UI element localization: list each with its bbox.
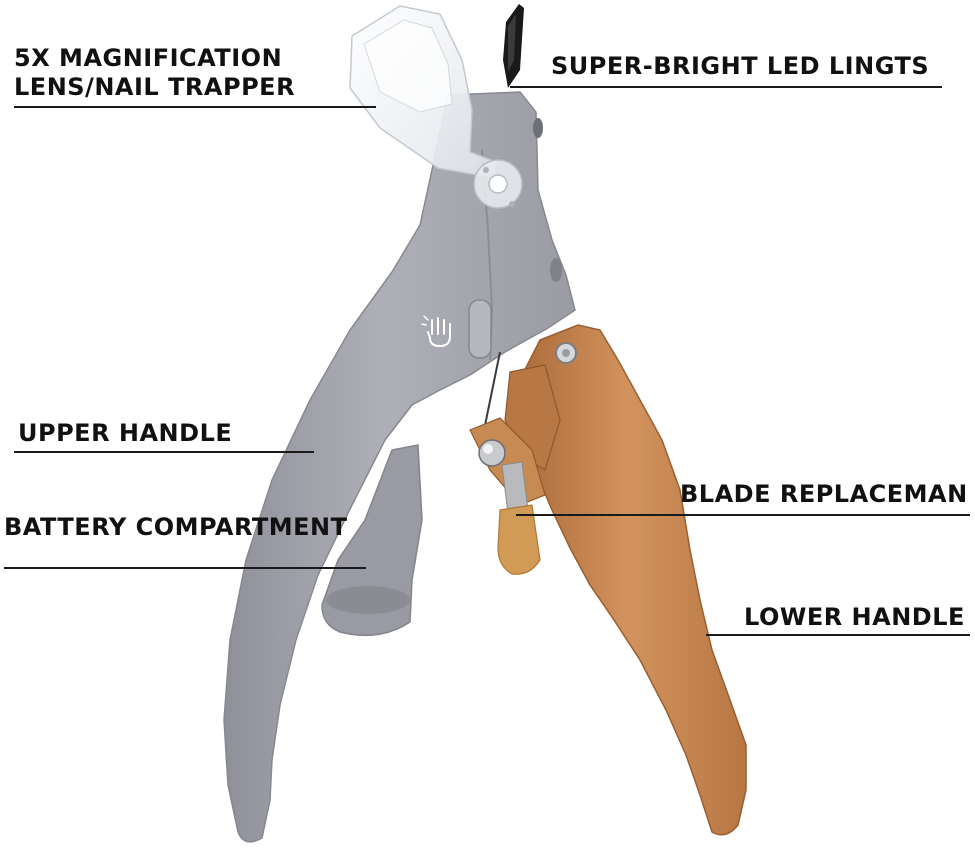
callout-line-blade [516, 514, 970, 516]
pivot-screw-icon [555, 342, 577, 364]
callout-line-upper-handle [14, 451, 314, 453]
label-magnification-line1: 5X MAGNIFICATION [14, 44, 283, 72]
label-battery-compartment: BATTERY COMPARTMENT [4, 513, 348, 541]
blade-replacement-part [469, 351, 546, 575]
callout-line-lower-handle [706, 634, 970, 636]
battery-compartment [321, 444, 423, 637]
label-blade-replacement: BLADE REPLACEMAN [680, 480, 968, 508]
magnification-lens [349, 5, 523, 209]
callout-line-battery [4, 567, 366, 569]
lower-handle [504, 324, 747, 836]
label-magnification-lens: 5X MAGNIFICATION LENS/NAIL TRAPPER [14, 44, 295, 102]
hand-touch-icon [421, 315, 451, 348]
led-light-icon [503, 4, 524, 88]
power-switch-button[interactable] [468, 299, 492, 359]
side-button[interactable] [533, 118, 543, 138]
label-led-lights: SUPER-BRIGHT LED LINGTS [551, 52, 930, 80]
callout-line-magnification [14, 106, 376, 108]
callout-line-led [510, 86, 942, 88]
label-lower-handle: LOWER HANDLE [744, 603, 965, 631]
label-magnification-line2: LENS/NAIL TRAPPER [14, 73, 296, 101]
label-upper-handle: UPPER HANDLE [18, 419, 233, 447]
